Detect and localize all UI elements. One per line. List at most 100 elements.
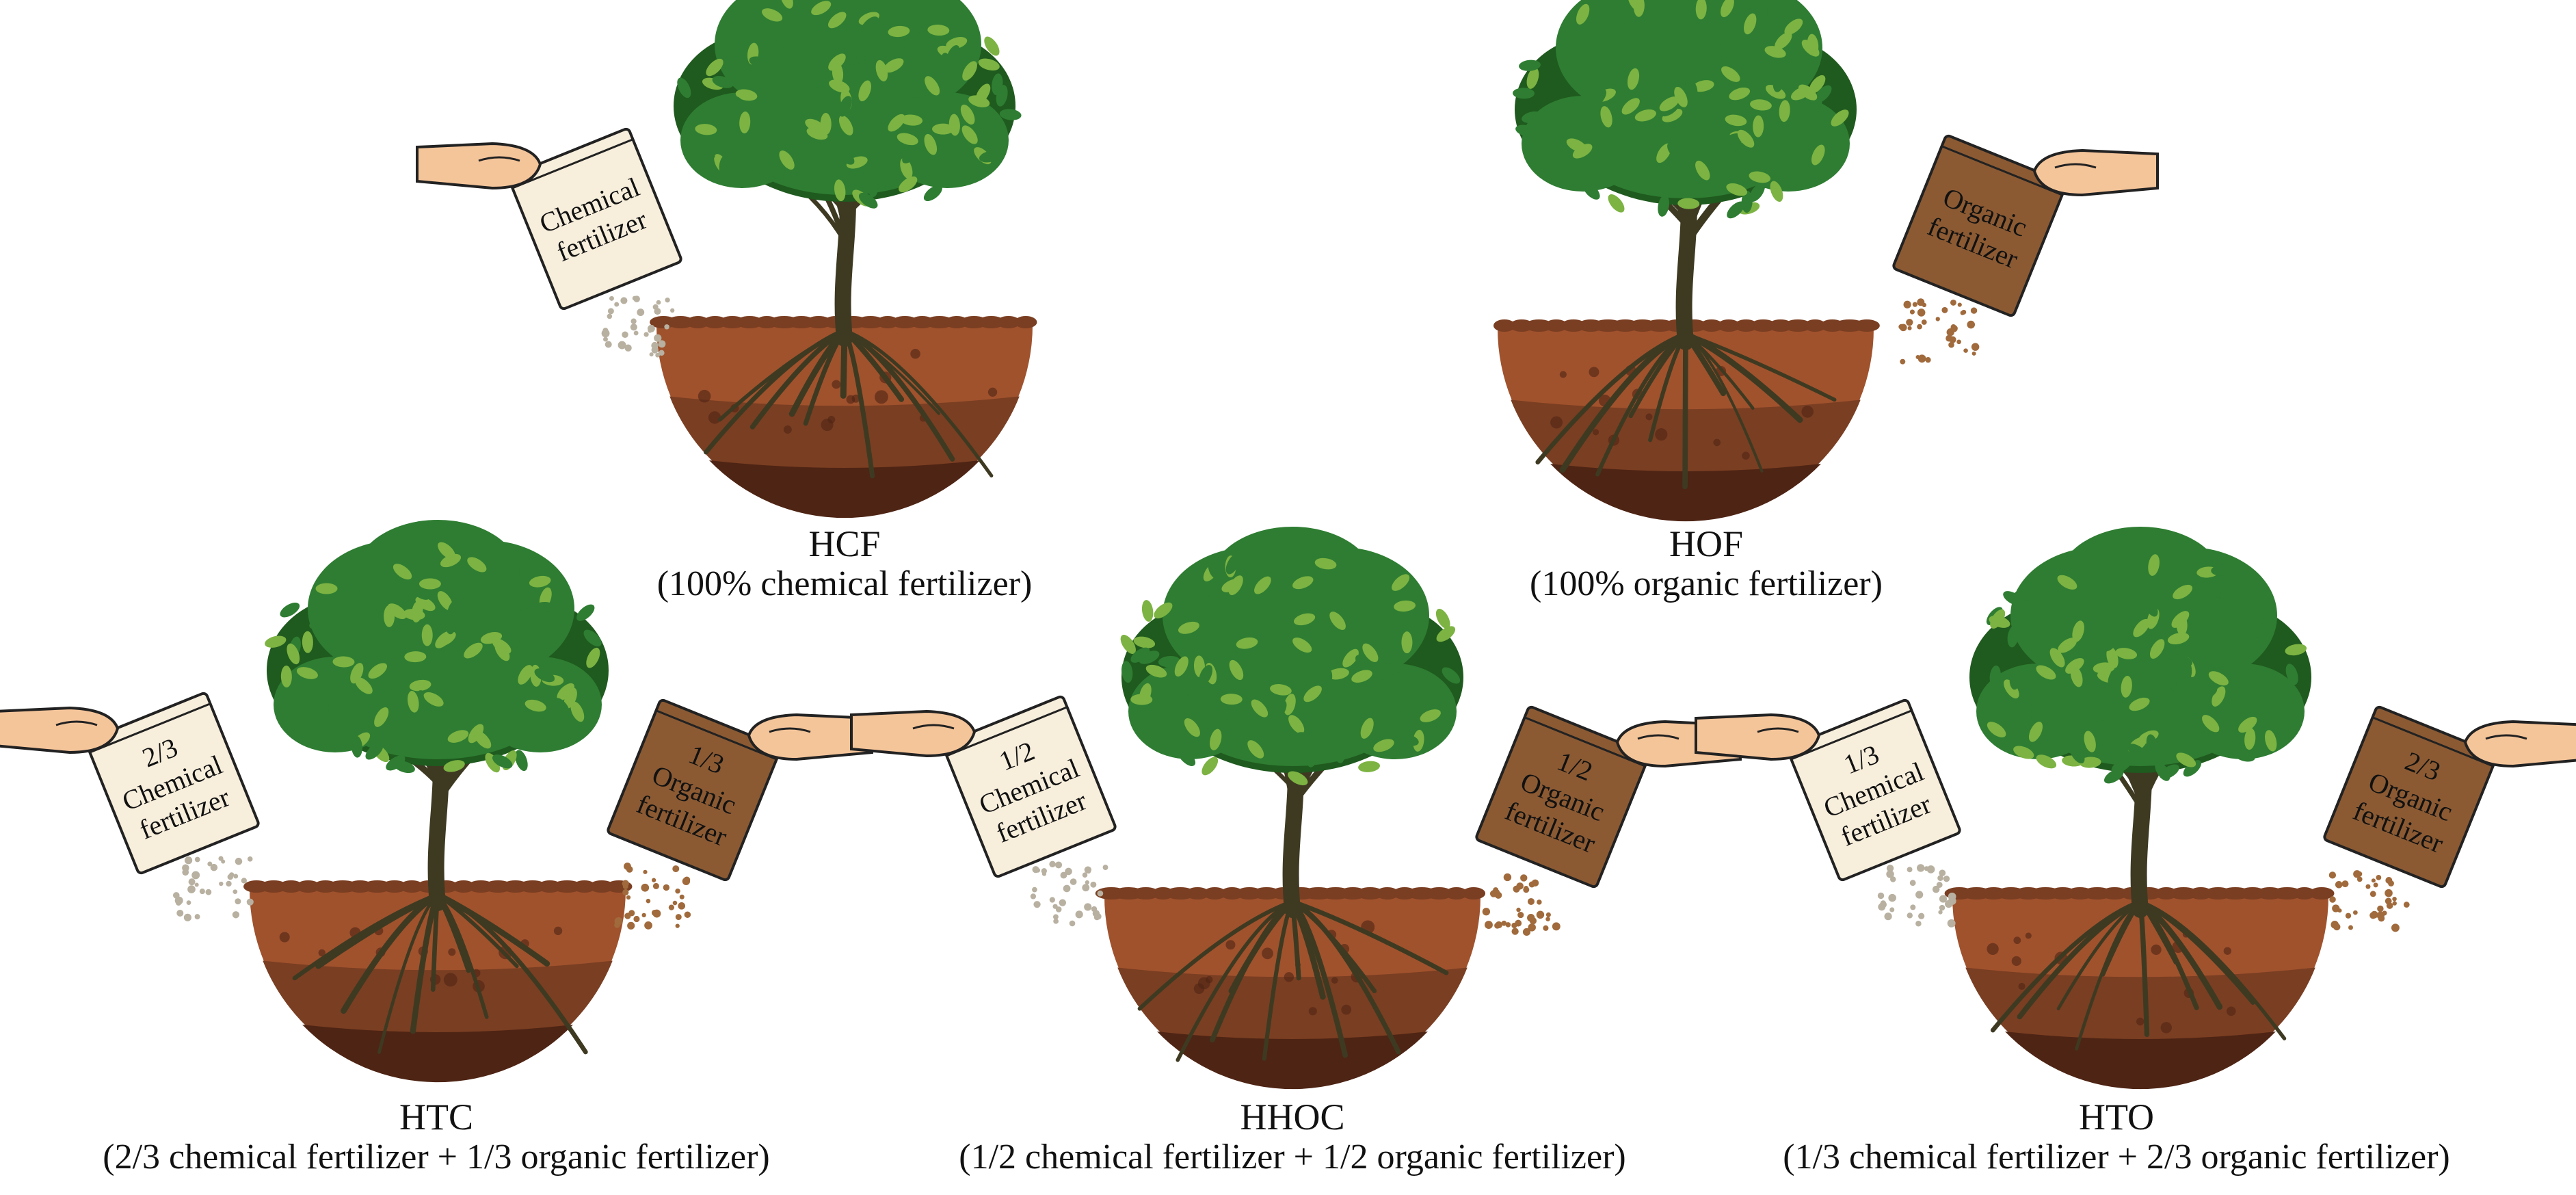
granule	[2392, 897, 2397, 902]
treatment-code: HHOC	[814, 1096, 1771, 1138]
granule	[641, 913, 646, 917]
granule	[2335, 881, 2343, 889]
granule	[233, 889, 237, 894]
granule	[218, 856, 223, 861]
granule	[1059, 899, 1066, 906]
granule	[1898, 324, 1904, 330]
granule	[680, 895, 685, 899]
granule	[1907, 912, 1913, 918]
granule	[614, 302, 619, 307]
soil-pebble	[847, 395, 855, 404]
granule	[602, 329, 610, 337]
soil-pebble	[2224, 947, 2231, 955]
granule	[622, 889, 628, 895]
granule	[659, 350, 664, 356]
granule	[1537, 899, 1541, 904]
plant-hcf	[650, 0, 1037, 518]
granule	[1925, 357, 1930, 363]
granule	[1956, 339, 1961, 344]
granule	[1063, 885, 1071, 893]
granule	[1915, 921, 1922, 927]
granule	[185, 856, 192, 864]
granule	[659, 340, 666, 347]
granule	[2353, 910, 2358, 915]
granule	[1496, 921, 1502, 928]
label-hto: HTO (1/3 chemical fertilizer + 2/3 organ…	[1638, 1096, 2576, 1178]
soil-pebble	[2013, 936, 2021, 944]
granule	[1552, 922, 1561, 930]
foliage	[1513, 0, 1857, 222]
granule	[1948, 922, 1954, 928]
hand-icon	[1696, 715, 1819, 759]
granule	[1032, 866, 1039, 873]
granule	[2377, 906, 2384, 912]
plant-hof	[1493, 0, 1880, 521]
soil-pebble	[784, 425, 792, 434]
treatment-code: HCF	[366, 523, 1323, 564]
granule	[1545, 917, 1550, 921]
treatment-code: HTC	[0, 1096, 915, 1138]
granule	[675, 889, 680, 893]
soil-pebble	[1225, 940, 1235, 949]
granule	[2393, 901, 2397, 905]
hand-icon	[0, 708, 118, 752]
soil-pebble	[1987, 943, 1998, 955]
granule	[1910, 309, 1915, 314]
granule	[1031, 893, 1036, 899]
granule	[241, 878, 247, 883]
soil-pebble	[708, 411, 721, 423]
granule	[1528, 923, 1536, 932]
granule	[2341, 880, 2348, 887]
leaf	[422, 625, 433, 646]
soil-layer-bottom	[302, 1025, 573, 1082]
fertilizer-granules	[173, 856, 254, 921]
granule	[228, 874, 233, 880]
granule	[195, 914, 200, 919]
fertilizer-granules	[1898, 298, 1979, 364]
granule	[2385, 889, 2393, 897]
granule	[1910, 904, 1915, 910]
granule	[1888, 872, 1892, 876]
granule	[652, 910, 658, 916]
granule	[652, 346, 659, 353]
granule	[2376, 875, 2381, 880]
granule	[665, 298, 669, 302]
soil-crumb	[1015, 316, 1037, 328]
hand-shape	[2034, 150, 2157, 195]
soil-crumb	[1462, 887, 1485, 899]
granule	[1936, 317, 1940, 321]
granule	[1543, 925, 1548, 931]
granule	[603, 337, 608, 341]
granule	[1885, 912, 1892, 920]
hand-shape	[851, 711, 974, 756]
soil-pebble	[698, 390, 711, 403]
granule	[1907, 867, 1913, 872]
granule	[685, 911, 691, 918]
granule	[219, 882, 223, 886]
leaf	[384, 605, 395, 627]
granule	[1904, 301, 1911, 308]
granule	[1083, 872, 1088, 878]
granule	[1516, 908, 1520, 912]
granule	[1908, 326, 1912, 330]
granule	[673, 901, 678, 906]
granule	[622, 332, 628, 338]
granule	[627, 922, 635, 930]
soil-pebble	[2151, 945, 2161, 955]
granule	[624, 912, 630, 919]
granule	[2353, 870, 2361, 878]
granule	[1504, 874, 1511, 881]
soil-pebble	[2012, 956, 2021, 966]
granule	[1950, 300, 1956, 306]
granule	[1972, 352, 1976, 356]
granule	[620, 297, 627, 304]
granule	[233, 874, 238, 879]
granule	[1916, 355, 1920, 359]
soil-pebble	[2161, 1022, 2172, 1033]
granule	[1055, 861, 1062, 868]
granule	[676, 914, 682, 920]
granule	[183, 868, 188, 874]
granule	[1537, 911, 1544, 919]
granule	[641, 884, 649, 892]
